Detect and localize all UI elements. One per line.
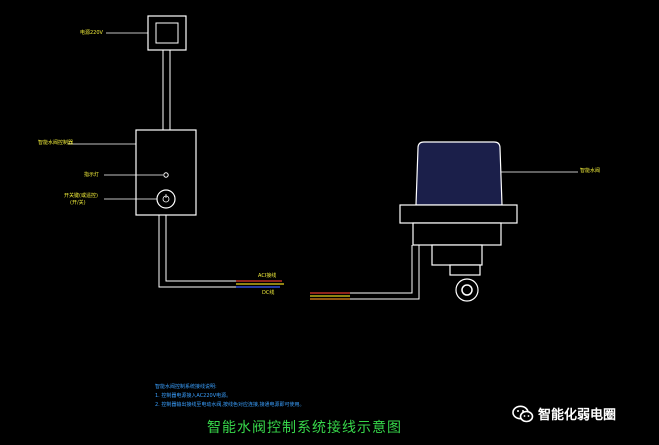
wechat-icon bbox=[512, 405, 534, 422]
valve-cable bbox=[350, 245, 420, 300]
output-cable bbox=[158, 215, 236, 288]
indicator-label: 指示灯 bbox=[84, 172, 100, 178]
wire-top-label: ACI接线 bbox=[258, 273, 277, 279]
power-socket-icon bbox=[147, 15, 187, 51]
power-cable bbox=[162, 50, 171, 130]
note-line-2: 1. 控制器电源接入AC220V电源。 bbox=[155, 393, 232, 399]
valve-wire-ends bbox=[310, 292, 350, 300]
valve-label: 智能水阀 bbox=[580, 168, 601, 174]
smart-valve bbox=[399, 141, 518, 302]
controller-wire-ends bbox=[236, 280, 284, 288]
note-line-3: 2. 控制器输出接线至电动水阀,按线色对应连接,接通电源即可使用。 bbox=[155, 402, 305, 408]
power-label: 电源220V bbox=[80, 30, 103, 36]
indicator-light-icon bbox=[163, 172, 169, 178]
controller-label: 智能水阀控制器 bbox=[38, 140, 74, 146]
leader-lines bbox=[68, 32, 578, 200]
button-sub-label: (开/关) bbox=[70, 200, 86, 206]
power-button-icon bbox=[156, 189, 176, 209]
watermark-text: 智能化弱电圈 bbox=[538, 408, 617, 423]
watermark: 智能化弱电圈 bbox=[512, 404, 616, 423]
button-label: 开关键(或遥控) bbox=[64, 193, 98, 199]
wire-bottom-label: DC线 bbox=[262, 290, 275, 296]
diagram-title: 智能水阀控制系统接线示意图 bbox=[207, 420, 402, 436]
note-line-1: 智能水阀控制系统接线说明: bbox=[155, 384, 217, 390]
